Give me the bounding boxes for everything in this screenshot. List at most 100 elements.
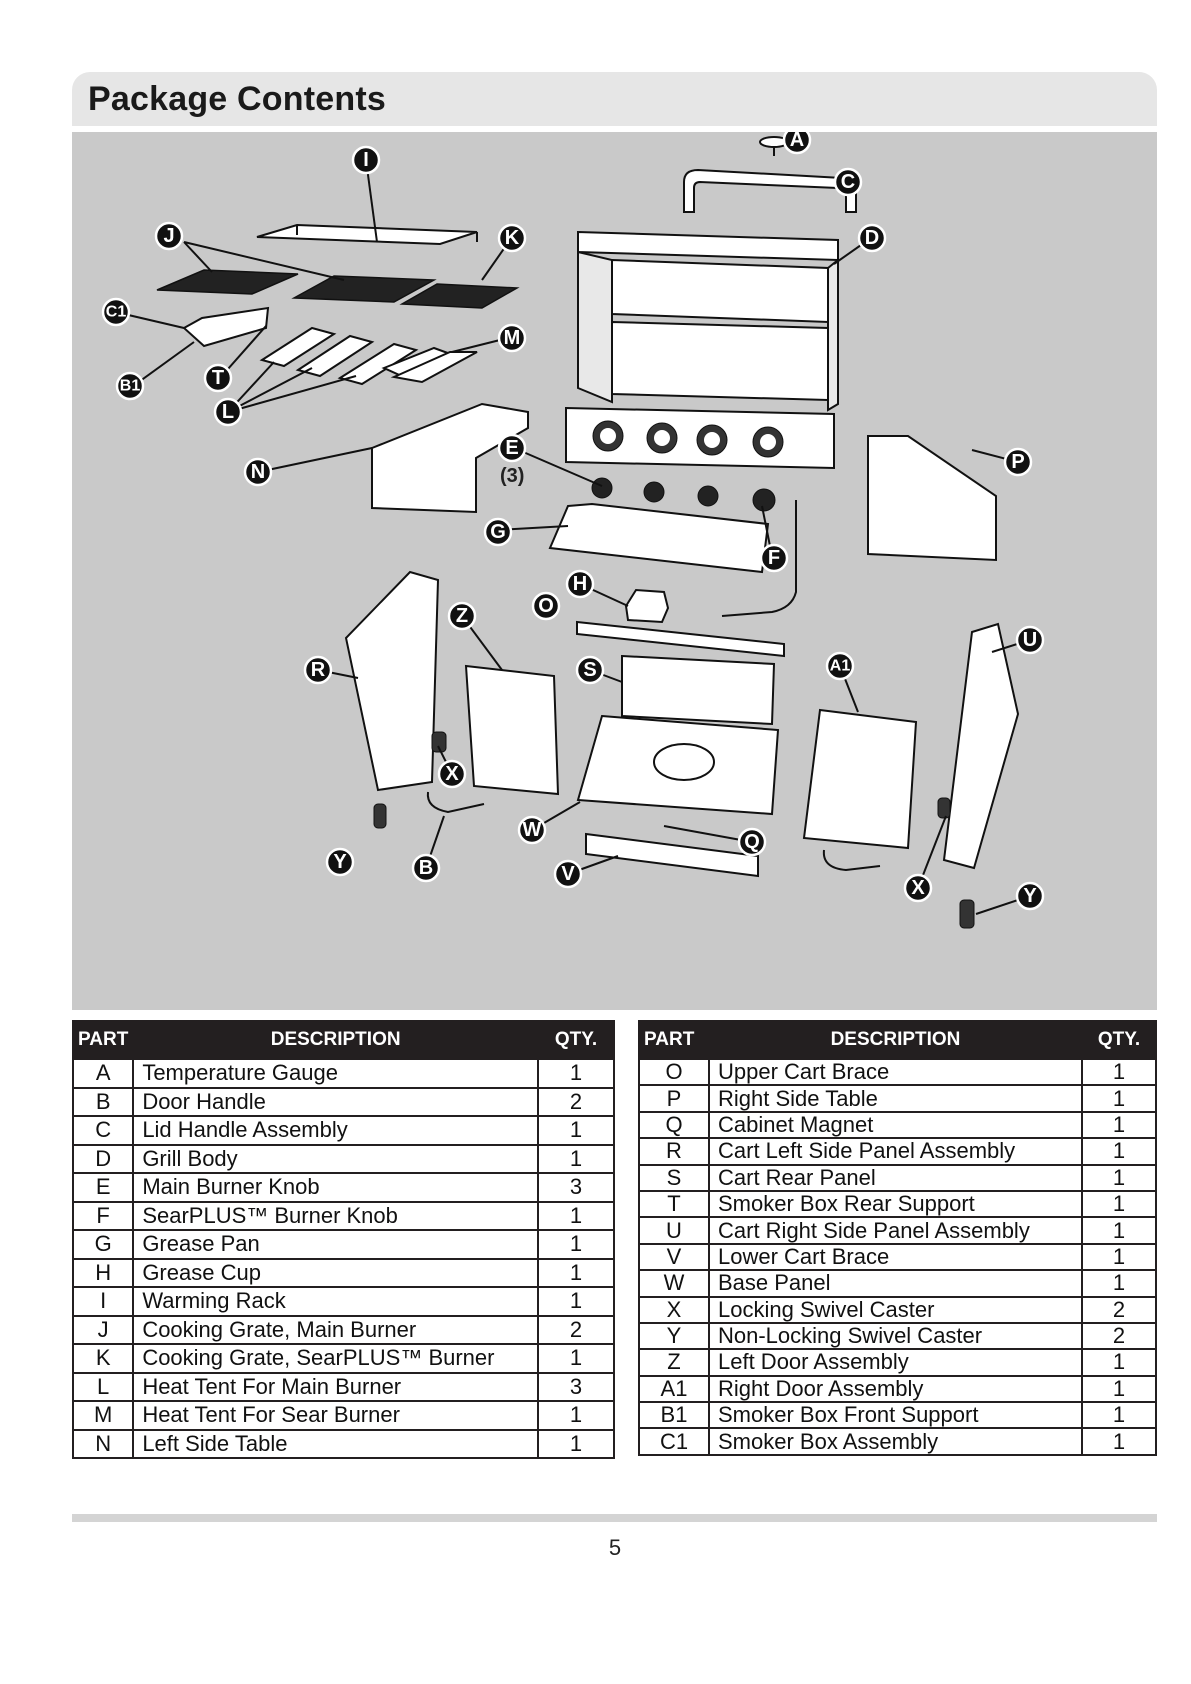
description-cell: Warming Rack <box>132 1286 539 1317</box>
heat-tent-1-drawing <box>259 326 337 368</box>
qty-cell: 1 <box>537 1143 615 1174</box>
description-cell: Temperature Gauge <box>132 1058 539 1089</box>
svg-text:B: B <box>419 857 433 879</box>
heat-tent-3-drawing <box>337 342 419 386</box>
description-cell: Grease Cup <box>132 1257 539 1288</box>
column-header-qty: QTY. <box>537 1020 615 1060</box>
qty-cell: 1 <box>1081 1057 1157 1087</box>
description-cell: Cabinet Magnet <box>708 1110 1083 1140</box>
callout-n: N <box>243 457 273 487</box>
svg-text:J: J <box>163 225 174 247</box>
svg-text:V: V <box>561 863 575 885</box>
upper-cart-brace-drawing <box>576 620 785 658</box>
callout-p: P <box>1003 447 1033 477</box>
callout-z: Z <box>447 601 477 631</box>
svg-text:P: P <box>1011 451 1024 473</box>
qty-cell: 1 <box>1081 1137 1157 1166</box>
sear-heat-tent-drawing <box>390 351 478 384</box>
part-cell: B <box>71 1086 135 1117</box>
qty-cell: 1 <box>1081 1110 1157 1140</box>
svg-text:Y: Y <box>333 851 347 873</box>
cart-left-side-panel-drawing <box>344 570 440 792</box>
svg-text:C: C <box>841 171 855 193</box>
qty-cell: 1 <box>1081 1163 1157 1192</box>
part-cell: H <box>71 1257 135 1288</box>
part-cell: G <box>71 1229 135 1260</box>
callout-c: C <box>833 167 863 197</box>
svg-text:F: F <box>768 547 780 569</box>
cooking-grate-sear-drawing <box>399 283 520 309</box>
column-header-description: DESCRIPTION <box>708 1020 1083 1060</box>
svg-text:Y: Y <box>1023 885 1037 907</box>
right-door-drawing <box>802 708 918 850</box>
qty-cell: 1 <box>1081 1084 1157 1113</box>
description-cell: Base Panel <box>708 1269 1083 1298</box>
part-cell: E <box>71 1172 135 1203</box>
callout-o: O <box>531 591 561 621</box>
description-cell: Cooking Grate, Main Burner <box>132 1314 539 1345</box>
description-cell: Smoker Box Rear Support <box>708 1189 1083 1219</box>
part-cell: Q <box>638 1110 710 1140</box>
casters-drawing <box>373 731 975 929</box>
svg-text:O: O <box>538 595 554 617</box>
callout-u: U <box>1015 625 1045 655</box>
cart-rear-panel-drawing <box>621 654 776 726</box>
callout-w: W <box>517 815 547 845</box>
svg-text:D: D <box>865 227 879 249</box>
callout-l: L <box>213 397 243 427</box>
right-side-table-drawing <box>867 435 997 562</box>
qty-cell: 2 <box>537 1314 615 1345</box>
column-header-description: DESCRIPTION <box>132 1020 539 1060</box>
qty-cell: 2 <box>1081 1295 1157 1324</box>
qty-cell: 1 <box>1081 1427 1157 1456</box>
qty-cell: 1 <box>1081 1189 1157 1219</box>
cooking-grate-left-drawing <box>156 269 299 295</box>
page-number: 5 <box>608 1535 622 1560</box>
callout-f: F <box>759 543 789 573</box>
part-cell: U <box>638 1216 710 1245</box>
part-cell: T <box>638 1189 710 1219</box>
grill-body-drawing <box>565 230 839 470</box>
callout-k: K <box>497 223 527 253</box>
callout-i: I <box>351 145 381 175</box>
callout-t: T <box>203 363 233 393</box>
exploded-parts-diagram: A C D I J K C1 M B1 T L E (3) N P G F H … <box>72 132 1157 1010</box>
description-cell: Cart Left Side Panel Assembly <box>708 1137 1083 1166</box>
qty-cell: 1 <box>537 1115 615 1146</box>
callout-q: Q <box>737 827 767 857</box>
qty-cell: 3 <box>537 1371 615 1402</box>
svg-text:U: U <box>1023 629 1037 651</box>
description-cell: Cooking Grate, SearPLUS™ Burner <box>132 1343 539 1374</box>
part-cell: L <box>71 1371 135 1402</box>
qty-cell: 1 <box>537 1400 615 1431</box>
part-cell: S <box>638 1163 710 1192</box>
callout-y-left: Y <box>325 847 355 877</box>
part-cell: W <box>638 1269 710 1298</box>
qty-cell: 1 <box>1081 1374 1157 1404</box>
warming-rack-drawing <box>256 223 478 246</box>
description-cell: Cart Right Side Panel Assembly <box>708 1216 1083 1245</box>
page-title: Package Contents <box>88 80 386 118</box>
svg-text:B1: B1 <box>120 378 141 395</box>
qty-cell: 1 <box>537 1058 615 1089</box>
svg-text:X: X <box>911 877 925 899</box>
callout-b: B <box>411 853 441 883</box>
callout-a: A <box>782 132 812 155</box>
svg-text:I: I <box>363 149 369 171</box>
callout-e: E <box>497 433 527 463</box>
part-cell: Y <box>638 1321 710 1351</box>
lid-handle-drawing <box>683 168 857 213</box>
